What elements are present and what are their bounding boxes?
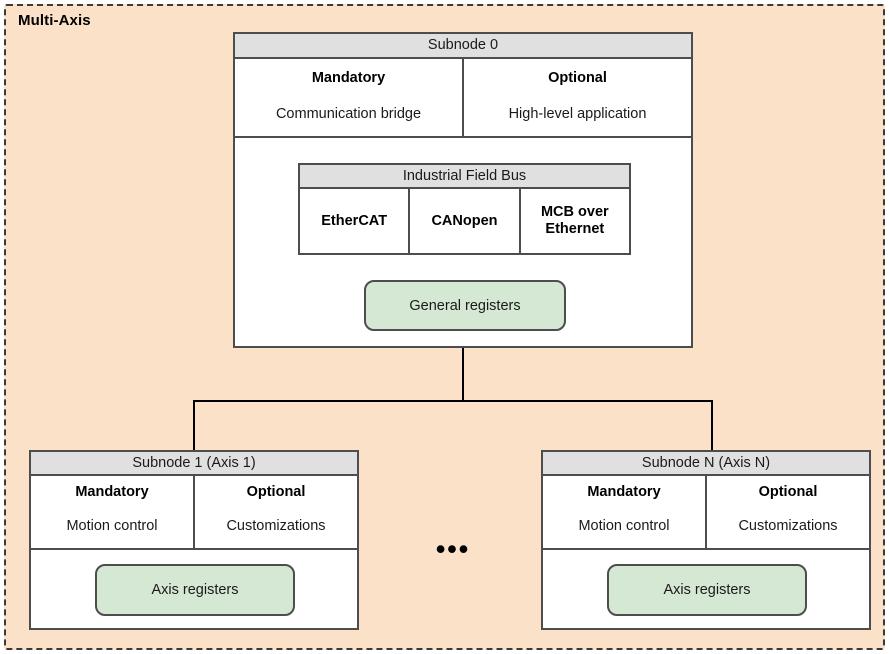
subnode-1-optional-column: Optional Customizations — [193, 476, 357, 548]
subnode-n-optional-column: Optional Customizations — [705, 476, 869, 548]
subnode-1-columns: Mandatory Motion control Optional Custom… — [31, 476, 357, 550]
subnode-n-panel: Subnode N (Axis N) Mandatory Motion cont… — [541, 450, 871, 630]
subnode-0-mandatory-column: Mandatory Communication bridge — [235, 59, 462, 136]
subnode-0-panel: Subnode 0 Mandatory Communication bridge… — [233, 32, 693, 348]
subnode-1-body: Axis registers — [31, 550, 357, 628]
subnode-0-optional-column: Optional High-level application — [462, 59, 691, 136]
subnode-n-mandatory-title: Mandatory — [587, 484, 661, 500]
subnode-1-header: Subnode 1 (Axis 1) — [31, 452, 357, 476]
subnode-1-mandatory-title: Mandatory — [75, 484, 149, 500]
connector-branch-right-down — [711, 400, 713, 450]
multi-axis-title: Multi-Axis — [18, 12, 91, 29]
connector-trunk-vertical — [462, 348, 464, 401]
multi-axis-container: Multi-Axis Subnode 0 Mandatory Communica… — [4, 4, 885, 650]
industrial-field-bus-panel: Industrial Field Bus EtherCAT CANopen MC… — [298, 163, 631, 255]
subnode-n-optional-title: Optional — [758, 484, 818, 500]
subnode-0-mandatory-title: Mandatory — [311, 70, 386, 86]
subnode-n-body: Axis registers — [543, 550, 869, 628]
subnode-1-axis-registers-box: Axis registers — [95, 564, 295, 616]
connector-branch-left-down — [193, 400, 195, 450]
subnode-n-header: Subnode N (Axis N) — [543, 452, 869, 476]
fieldbus-option-ethercat: EtherCAT — [300, 189, 409, 253]
subnode-0-optional-title: Optional — [548, 70, 607, 86]
subnode-n-optional-value: Customizations — [738, 518, 838, 534]
fieldbus-option-canopen: CANopen — [408, 189, 519, 253]
industrial-field-bus-header: Industrial Field Bus — [300, 165, 629, 189]
subnode-n-columns: Mandatory Motion control Optional Custom… — [543, 476, 869, 550]
subnode-1-mandatory-column: Mandatory Motion control — [31, 476, 193, 548]
subnode-n-axis-registers-box: Axis registers — [607, 564, 807, 616]
subnode-0-mandatory-value: Communication bridge — [275, 106, 422, 122]
subnode-1-panel: Subnode 1 (Axis 1) Mandatory Motion cont… — [29, 450, 359, 630]
industrial-field-bus-options: EtherCAT CANopen MCB over Ethernet — [300, 189, 629, 253]
subnode-0-body: Industrial Field Bus EtherCAT CANopen MC… — [235, 138, 691, 346]
ellipsis-indicator: ••• — [435, 534, 471, 564]
subnode-n-mandatory-value: Motion control — [578, 518, 670, 534]
connector-branch-horizontal — [193, 400, 713, 402]
subnode-0-header: Subnode 0 — [235, 34, 691, 59]
subnode-1-optional-value: Customizations — [226, 518, 326, 534]
subnode-0-columns: Mandatory Communication bridge Optional … — [235, 59, 691, 138]
subnode-n-mandatory-column: Mandatory Motion control — [543, 476, 705, 548]
general-registers-box: General registers — [364, 280, 566, 331]
fieldbus-option-mcb-over-ethernet: MCB over Ethernet — [518, 189, 629, 253]
subnode-1-mandatory-value: Motion control — [66, 518, 158, 534]
subnode-0-optional-value: High-level application — [508, 106, 647, 122]
subnode-1-optional-title: Optional — [246, 484, 306, 500]
